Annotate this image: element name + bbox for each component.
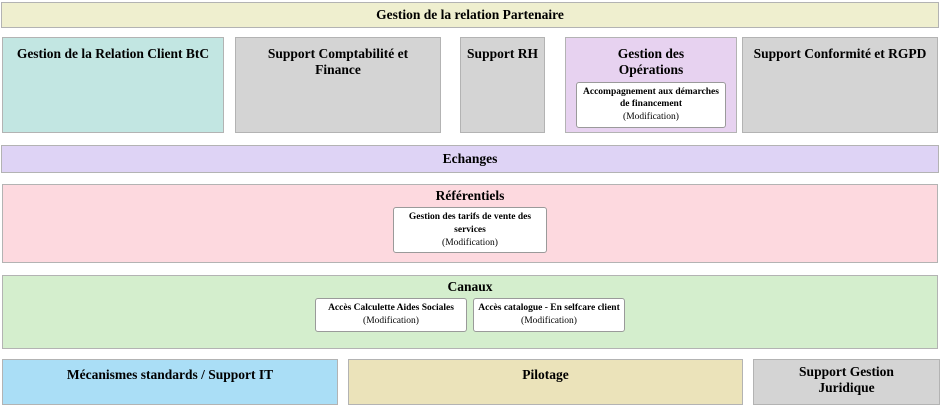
feature-status: (Modification) bbox=[363, 316, 419, 326]
diagram-title: Gestion de la relation Partenaire bbox=[376, 6, 564, 22]
feature-card-list: Gestion des tarifs de vente des services… bbox=[393, 207, 547, 254]
domain-box-relation-client-btc: Gestion de la Relation Client BtC bbox=[2, 37, 224, 133]
feature-title: Accompagnement aux démarches de financem… bbox=[583, 86, 719, 110]
domain-label: Support RH bbox=[467, 46, 538, 61]
domain-box-support-conformite-rgpd: Support Conformité et RGPD bbox=[742, 37, 938, 133]
feature-card-acces-calculette-aides-sociales: Accès Calculette Aides Sociales (Modific… bbox=[315, 298, 467, 332]
band-echanges: Echanges bbox=[1, 145, 939, 173]
footer-box-pilotage: Pilotage bbox=[348, 359, 743, 405]
band-label: Echanges bbox=[442, 150, 498, 166]
domain-label: Support Conformité et RGPD bbox=[753, 46, 927, 61]
feature-card-accompagnement-financement: Accompagnement aux démarches de financem… bbox=[576, 81, 726, 128]
feature-card-list: Accompagnement aux démarches de financem… bbox=[576, 81, 726, 128]
footer-label: Mécanismes standards / Support IT bbox=[66, 367, 274, 382]
feature-status: (Modification) bbox=[521, 316, 577, 326]
band-referentiels: Référentiels Gestion des tarifs de vente… bbox=[2, 184, 938, 263]
domain-label: Support Comptabilité et Finance bbox=[267, 46, 409, 78]
footer-box-support-gestion-juridique: Support Gestion Juridique bbox=[753, 359, 940, 405]
footer-label: Support Gestion Juridique bbox=[799, 364, 894, 396]
domain-box-gestion-operations: Gestion des Opérations Accompagnement au… bbox=[565, 37, 737, 133]
band-canaux: Canaux Accès Calculette Aides Sociales (… bbox=[2, 275, 938, 349]
band-label: Référentiels bbox=[435, 188, 505, 203]
feature-title: Gestion des tarifs de vente des services bbox=[408, 212, 532, 235]
band-label: Canaux bbox=[447, 279, 493, 294]
diagram-title-banner: Gestion de la relation Partenaire bbox=[1, 2, 939, 28]
feature-card-tarifs-vente-services: Gestion des tarifs de vente des services… bbox=[393, 207, 547, 254]
feature-card-acces-catalogue-selfcare: Accès catalogue - En selfcare client (Mo… bbox=[473, 298, 625, 332]
feature-card-list: Accès Calculette Aides Sociales (Modific… bbox=[315, 298, 625, 332]
feature-title: Accès Calculette Aides Sociales bbox=[328, 303, 454, 314]
footer-label: Pilotage bbox=[522, 367, 569, 382]
domain-box-support-rh: Support RH bbox=[460, 37, 545, 133]
domain-label: Gestion des Opérations bbox=[617, 46, 685, 78]
feature-status: (Modification) bbox=[442, 237, 498, 248]
domain-box-support-comptabilite-finance: Support Comptabilité et Finance bbox=[235, 37, 441, 133]
feature-status: (Modification) bbox=[623, 112, 679, 122]
footer-box-mecanismes-support-it: Mécanismes standards / Support IT bbox=[2, 359, 338, 405]
domain-label: Gestion de la Relation Client BtC bbox=[16, 46, 210, 61]
feature-title: Accès catalogue - En selfcare client bbox=[478, 303, 620, 314]
